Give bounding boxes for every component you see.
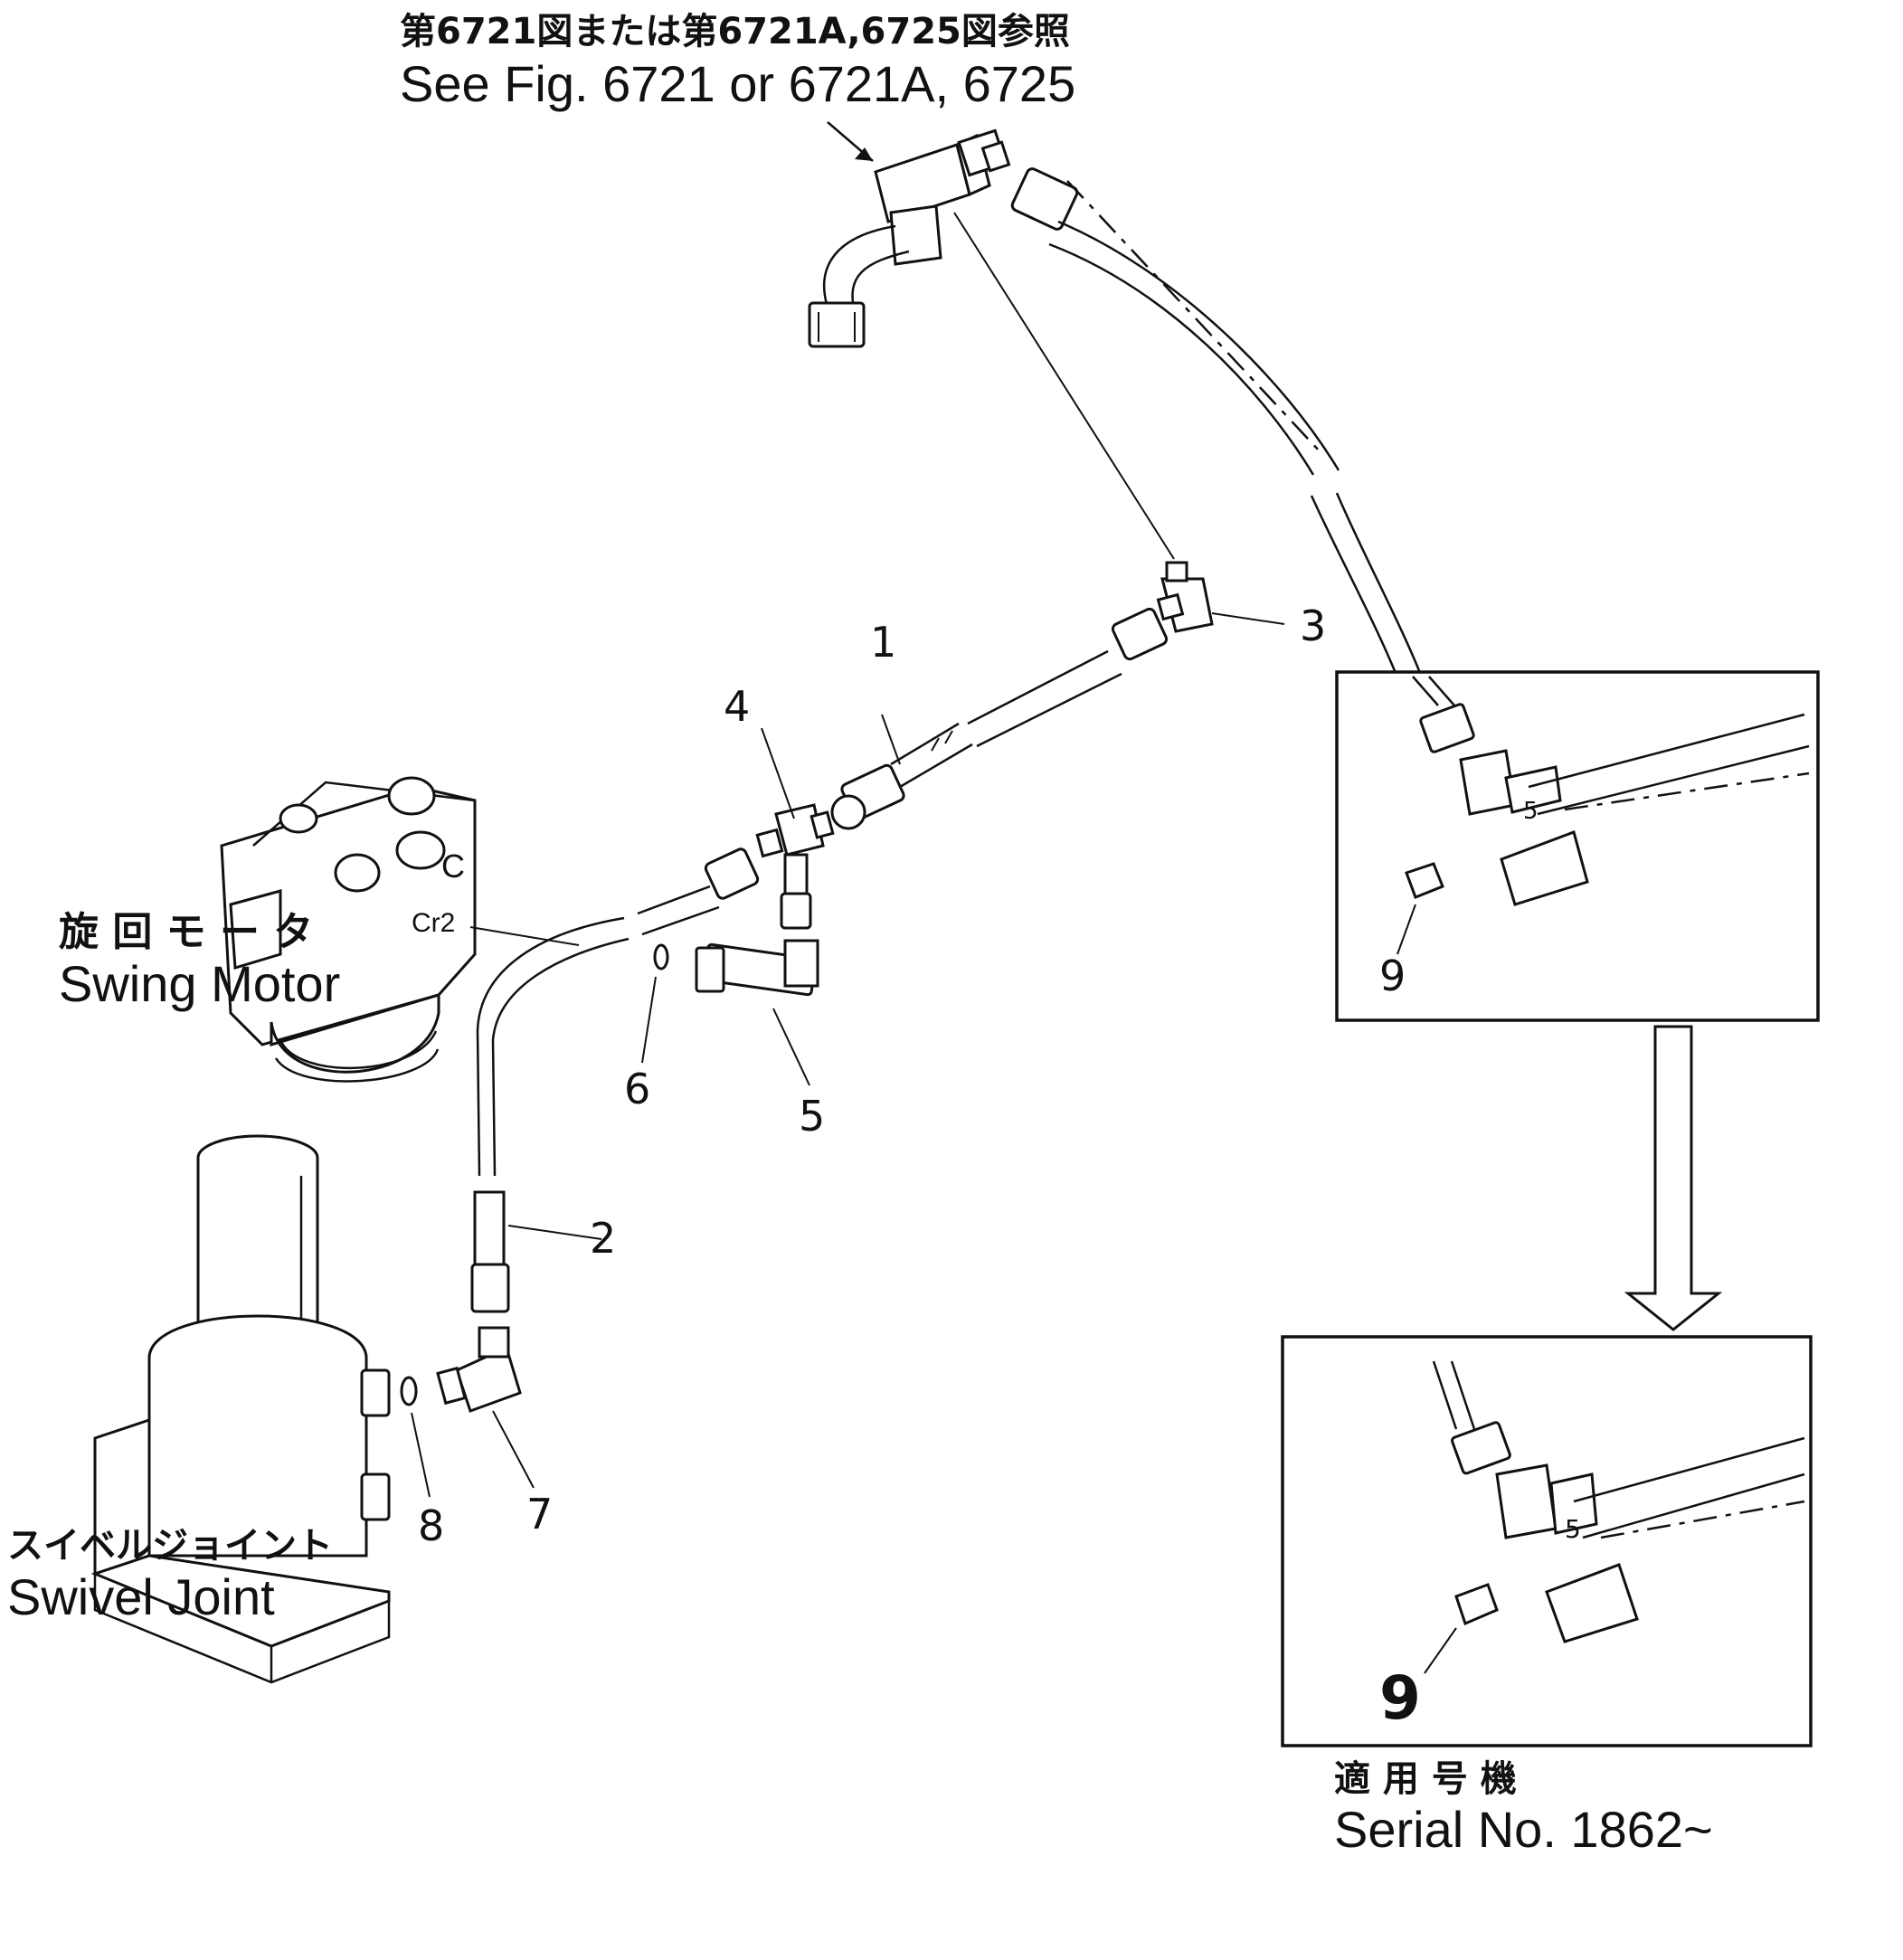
callout-5: 5 [799,1092,825,1141]
callout-2: 2 [590,1214,616,1263]
port-mark-cr2: Cr2 [412,908,455,938]
callout-4: 4 [724,682,750,731]
serial-label-jp: 適 用 号 機 [1334,1758,1517,1800]
part-3-elbow [1156,561,1285,633]
inset-port-mark: 5 [1523,798,1538,825]
part-2-hose [470,847,760,1313]
reference-arrow [827,121,874,162]
part-1-hose [830,607,1169,830]
part-7-elbow [436,1326,535,1489]
callout-6: 6 [624,1065,650,1113]
callout-3: 3 [1300,601,1326,650]
lower-detail-inset: 5 9 [1281,1335,1813,1747]
swing-motor-illustration: C Cr2 [220,776,580,1083]
callout-9-upper: 9 [1379,952,1406,1000]
top-valve-fitting [808,128,1011,348]
swivel-joint-illustration [90,1134,391,1684]
swivel-joint-label-jp: スイベルジョイント [7,1525,333,1567]
part-4-tee [755,727,835,930]
callout-7: 7 [526,1490,553,1539]
inset-port-mark-lower: 5 [1565,1514,1581,1544]
part-6-oring [641,943,669,1064]
serial-label-en: Serial No. 1862~ [1334,1801,1713,1858]
leader-top-to-3 [953,212,1175,560]
callout-1: 1 [870,618,896,667]
callout-9-lower: 9 [1379,1663,1421,1733]
swivel-joint-label-en: Swivel Joint [7,1568,275,1625]
swing-motor-label-jp: 旋 回 モ ー タ [59,909,313,955]
part-8-oring [400,1376,431,1498]
reference-english: See Fig. 6721 or 6721A, 6725 [400,55,1075,112]
callout-8: 8 [418,1501,444,1550]
detail-change-arrow [1624,1025,1723,1331]
reference-japanese: 第6721図または第6721A,6725図参照 [400,11,1070,52]
swing-motor-label-en: Swing Motor [59,955,340,1012]
upper-detail-inset: 5 9 [1335,670,1820,1022]
part-5-elbow [695,939,819,1086]
port-mark-c: C [441,847,465,885]
upper-right-hose [1010,167,1431,702]
